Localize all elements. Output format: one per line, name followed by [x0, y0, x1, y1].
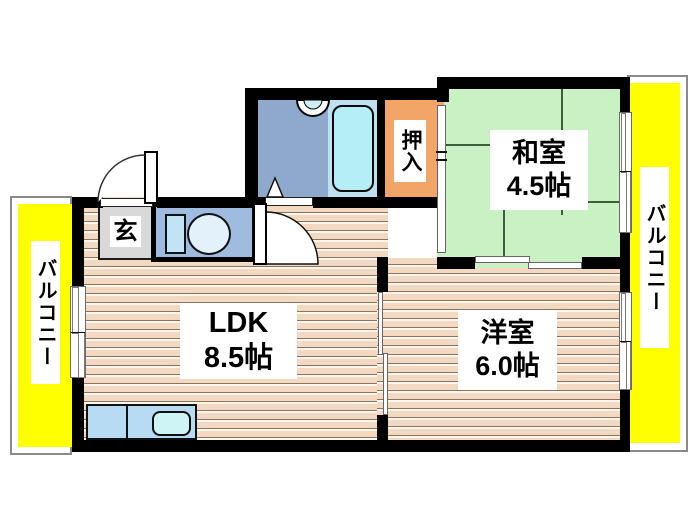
window-sash [626, 171, 631, 233]
ldk-label: LDK 8.5帖 [180, 303, 297, 379]
wall [377, 415, 388, 452]
genkan-label: 玄 [110, 216, 141, 247]
yoshitsu-label: 洋室 6.0帖 [458, 310, 557, 390]
wall [437, 257, 475, 269]
window-sash [626, 341, 631, 390]
yoshitsu-name: 洋室 [480, 318, 535, 349]
window-sash [621, 113, 626, 173]
wall [245, 88, 449, 100]
genkan-name: 玄 [113, 217, 138, 245]
door-tick [436, 151, 447, 153]
wall [437, 77, 449, 102]
wall [582, 257, 630, 269]
bathtub [332, 105, 374, 192]
toilet-tank-icon [165, 214, 186, 254]
wall [72, 197, 103, 208]
window-yoshitsu-right [619, 292, 632, 390]
ldk-size: 8.5帖 [203, 342, 274, 374]
balcony-right-label: バルコニー [640, 167, 669, 348]
wall [245, 88, 258, 208]
wall [72, 440, 630, 452]
window-tick [71, 332, 85, 333]
wall [437, 77, 630, 89]
window-sash [621, 293, 626, 343]
bathroom-door-track [265, 197, 313, 206]
window-washitsu-right [619, 112, 632, 233]
kitchen-counter [86, 404, 197, 440]
window-tick [620, 171, 631, 172]
ldk-yoshitsu-sliding-door [378, 292, 383, 355]
washitsu-name: 和室 [512, 138, 566, 169]
oshiire-label: 押入 [394, 120, 426, 182]
washitsu-label: 和室 4.5帖 [490, 130, 588, 210]
wall [620, 390, 630, 452]
wall [72, 377, 84, 452]
kitchen-counter-divider [126, 406, 128, 438]
kitchen-sink [152, 411, 191, 436]
wall [377, 257, 388, 292]
window-tick [620, 341, 631, 342]
window-sash [72, 287, 79, 334]
entrance-door-arc [97, 154, 146, 203]
balcony-left-label: バルコニー [31, 241, 60, 384]
entrance-door-leaf [144, 151, 158, 204]
wall [157, 197, 265, 208]
oshiire-name: 押入 [399, 129, 422, 173]
balcony-left-text: バルコニー [34, 257, 56, 368]
window-sash [78, 332, 85, 378]
balcony-right-text: バルコニー [643, 202, 665, 313]
wall [313, 197, 444, 208]
ldk-yoshitsu-sliding-door [383, 353, 388, 415]
washitsu-fusuma-panel [475, 256, 530, 263]
wall [620, 77, 630, 112]
washitsu-fusuma-panel [528, 262, 582, 269]
window-ldk-left [70, 286, 86, 378]
wall [377, 100, 385, 197]
toilet-room [151, 202, 257, 262]
yoshitsu-size: 6.0帖 [475, 351, 540, 381]
door-tick [436, 159, 447, 161]
washitsu-size: 4.5帖 [506, 171, 572, 201]
oshiire-sliding-door [436, 105, 447, 253]
toilet-bowl-icon [187, 213, 231, 255]
wall [72, 197, 84, 287]
entrance-threshold [100, 198, 153, 207]
ldk-name: LDK [208, 306, 269, 339]
